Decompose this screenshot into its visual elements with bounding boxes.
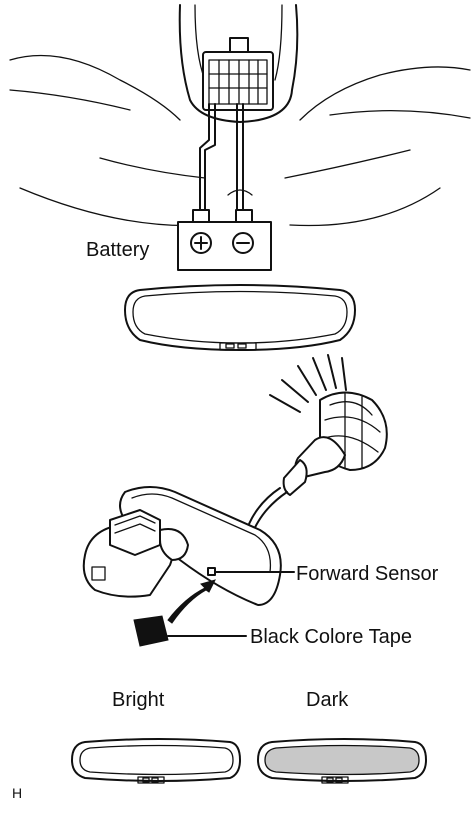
mirror-mount <box>82 509 189 598</box>
mirror-connector <box>202 37 274 111</box>
black-tape-pointer <box>133 579 247 647</box>
light-source <box>244 354 388 546</box>
mirror-bright <box>71 738 241 784</box>
forward-sensor <box>207 567 295 576</box>
black-tape-label: Black Colore Tape <box>250 626 412 648</box>
battery-label: Battery <box>86 239 150 261</box>
plus-terminal-icon <box>190 232 212 254</box>
roof-console <box>9 4 471 123</box>
corner-code: H <box>12 785 23 801</box>
forward-sensor-label: Forward Sensor <box>296 563 439 585</box>
mirror-connected <box>124 284 356 351</box>
headliner-contour <box>19 149 441 227</box>
test-wires <box>199 103 244 214</box>
minus-terminal-icon <box>232 232 254 254</box>
black-tape-icon <box>133 615 169 647</box>
mirror-dark <box>257 738 427 784</box>
battery <box>177 209 272 271</box>
dark-label: Dark <box>306 689 349 711</box>
bright-label: Bright <box>112 689 165 711</box>
